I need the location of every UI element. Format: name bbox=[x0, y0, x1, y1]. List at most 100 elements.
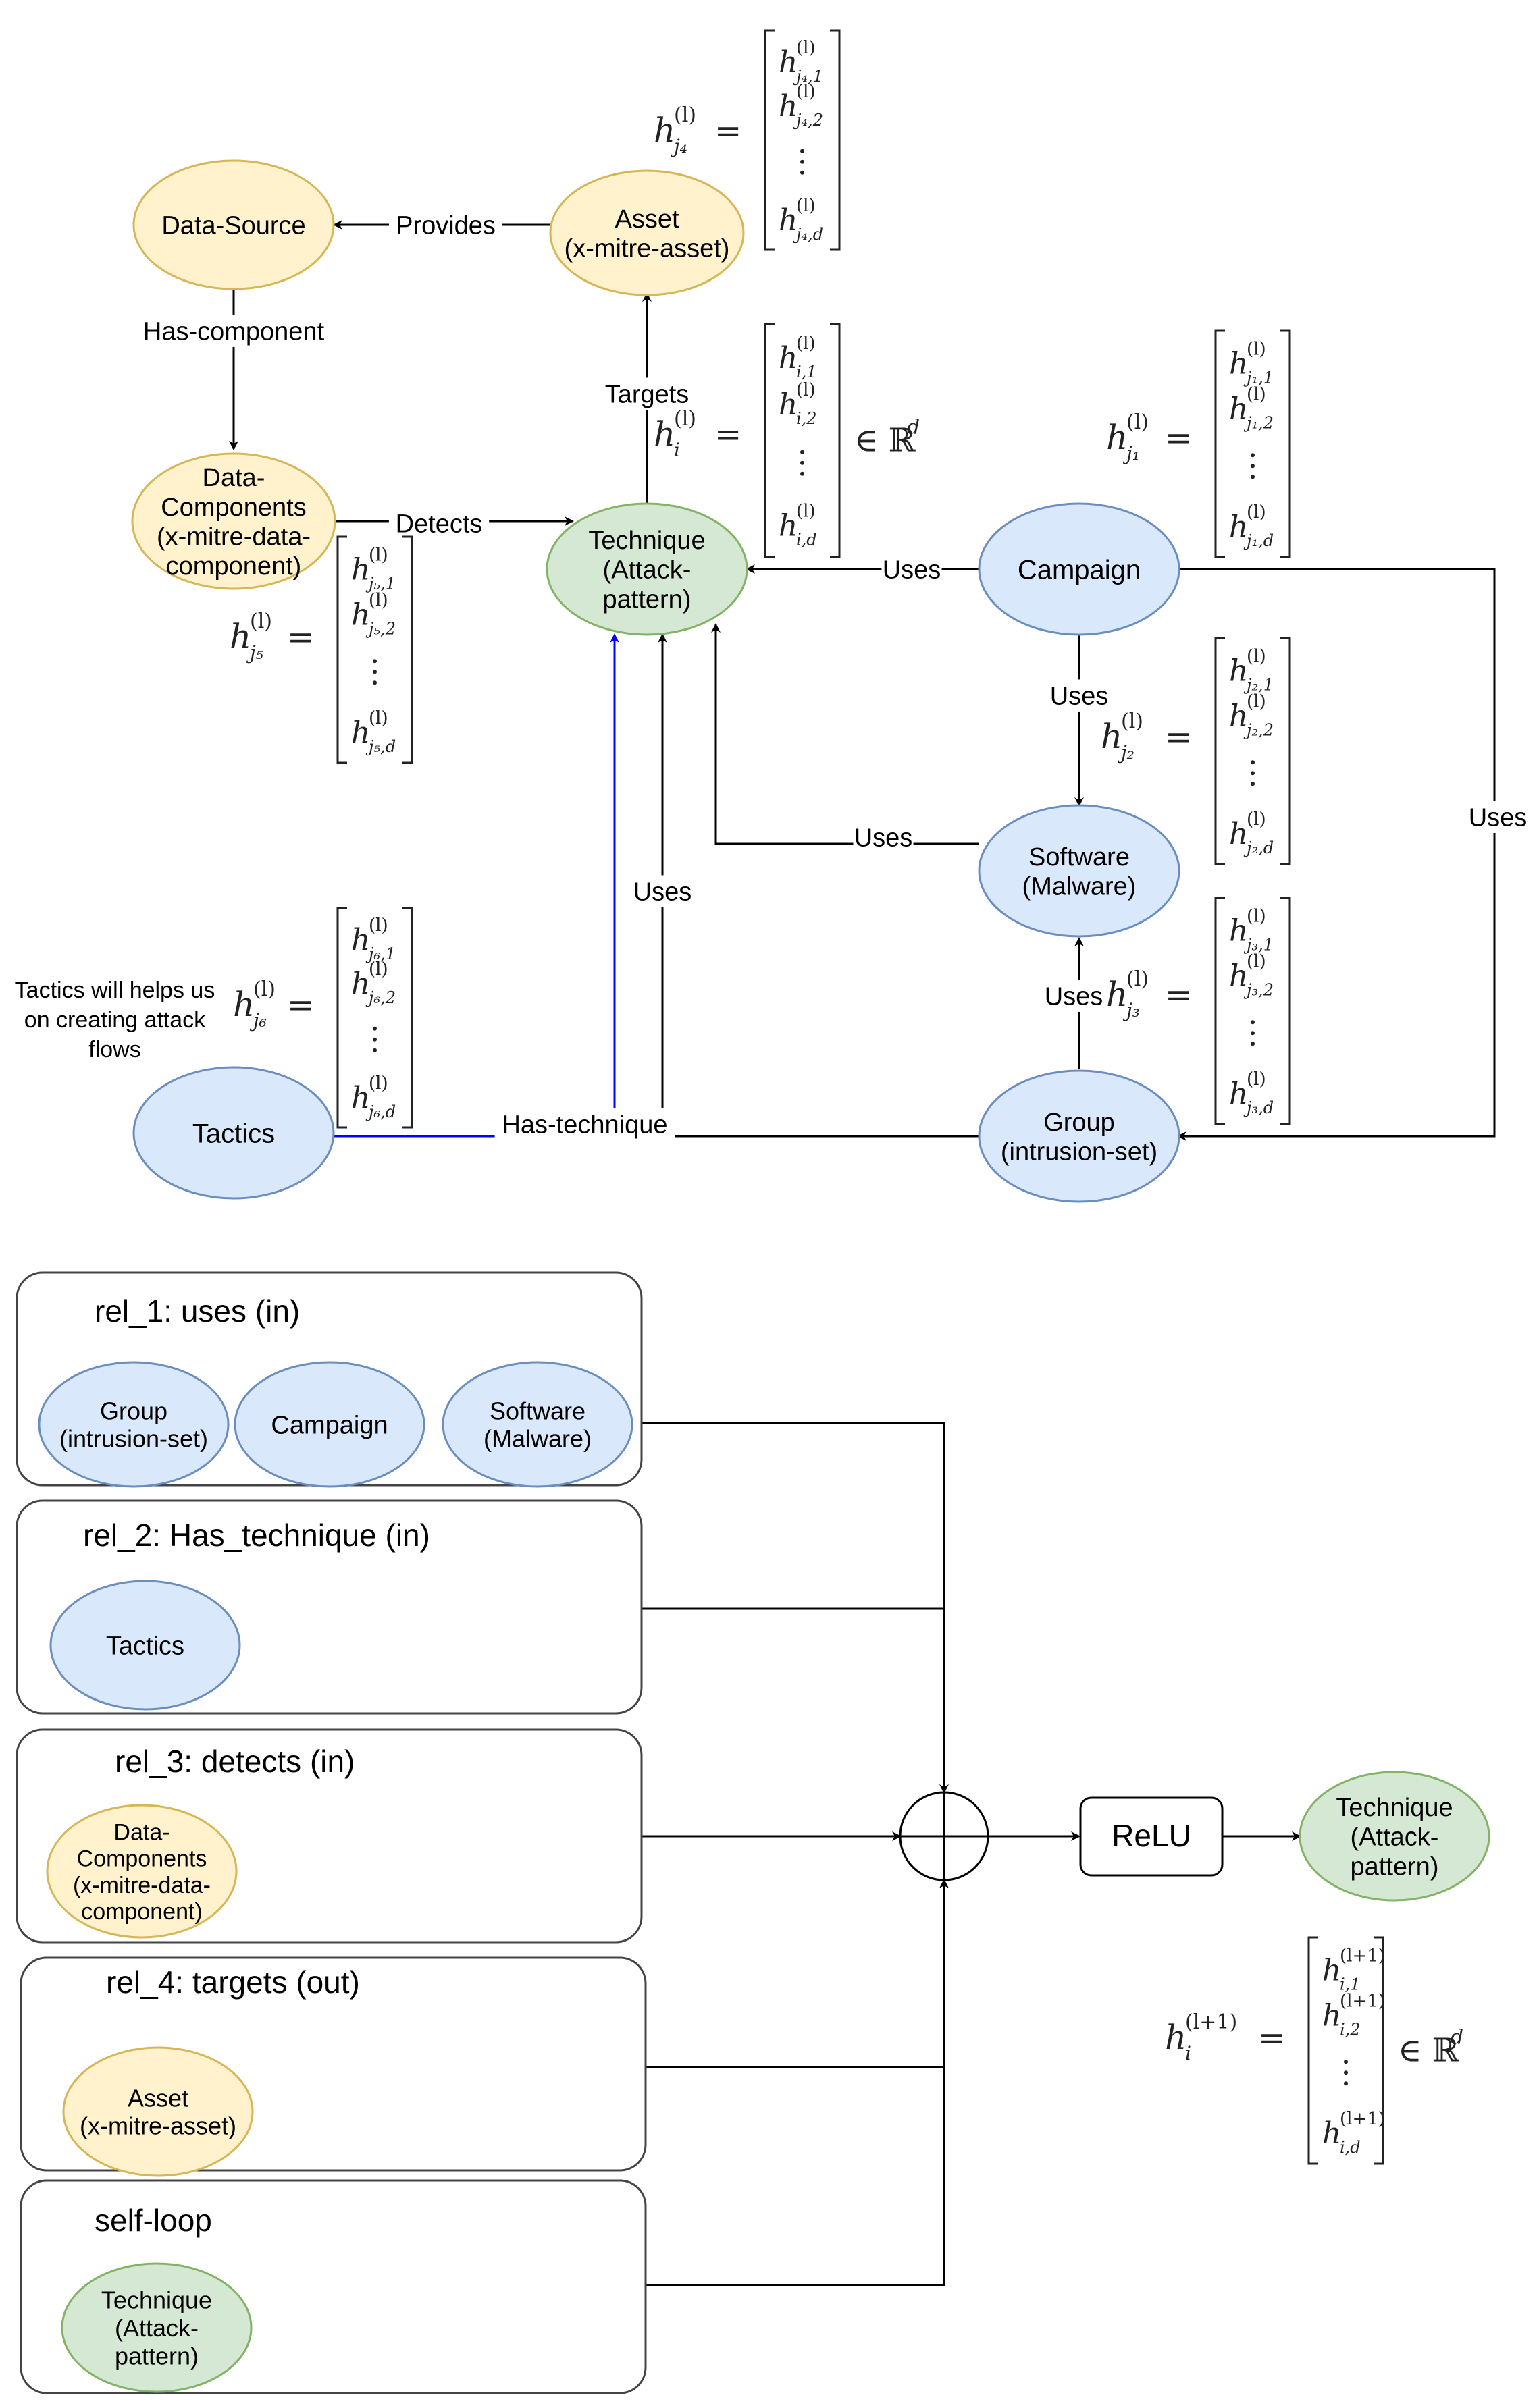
vdots bbox=[1251, 760, 1255, 765]
vector-j5: h(l)j₅=h(l)j₅,1h(l)j₅,2h(l)j₅,d bbox=[230, 535, 413, 764]
relation-node-label: Campaign bbox=[271, 1412, 388, 1440]
relation-node-label: component) bbox=[81, 1899, 203, 1925]
label-has-component: Has-component bbox=[143, 315, 325, 347]
node-group: Group(intrusion-set) bbox=[978, 1069, 1180, 1203]
relu-block: ReLU bbox=[1079, 1796, 1224, 1877]
label-has-technique: Has-technique bbox=[494, 1108, 675, 1140]
vector-entry: h bbox=[351, 923, 370, 957]
node-asset-label: Asset bbox=[615, 205, 679, 234]
output-technique-node-shape bbox=[1299, 1771, 1490, 1902]
vdots bbox=[800, 460, 804, 465]
vector-entry: h bbox=[1229, 654, 1248, 689]
vdots bbox=[1344, 2070, 1348, 2075]
vector-j6: h(l)j₆=h(l)j₆,1h(l)j₆,2h(l)j₆,d bbox=[233, 907, 413, 1129]
bracket-left bbox=[1214, 637, 1225, 865]
vector-entry: h bbox=[1322, 2116, 1341, 2151]
vector-entry-sup: (l) bbox=[1247, 1069, 1266, 1090]
vector-entry-sup: (l) bbox=[1247, 809, 1266, 830]
relation-node-label: Data- bbox=[113, 1820, 169, 1846]
relation-node-label: Technique bbox=[101, 2286, 212, 2314]
vdots bbox=[1251, 1020, 1255, 1025]
vector-j4: h(l)j₄=h(l)j₄,1h(l)j₄,2h(l)j₄,d bbox=[654, 29, 841, 251]
vector-i: h(l)i=h(l)i,1h(l)i,2h(l)i,d∈ ℝd bbox=[654, 323, 920, 558]
relation-node-label: Software bbox=[490, 1397, 585, 1424]
node-campaign: Campaign bbox=[978, 502, 1180, 636]
set-membership: ∈ ℝ bbox=[1398, 2032, 1459, 2070]
vector-entry-sub: i,1 bbox=[796, 363, 817, 381]
vector-entry-sup: (l) bbox=[369, 545, 388, 566]
relation-node-label: (Attack- bbox=[115, 2314, 199, 2342]
relation-node-shape bbox=[49, 1580, 241, 1711]
equals-sign: = bbox=[287, 986, 314, 1024]
node-technique-label: Technique bbox=[588, 527, 705, 555]
node-data-source: Data-Source bbox=[132, 159, 335, 290]
relation-node-label: (x-mitre-asset) bbox=[80, 2112, 236, 2140]
node-software-shape bbox=[978, 804, 1180, 938]
bracket-left bbox=[764, 29, 775, 251]
node-software: Software(Malware) bbox=[978, 804, 1180, 938]
node-data-source-shape bbox=[132, 159, 335, 290]
label-uses-campaign-technique: Uses bbox=[881, 553, 942, 585]
vector-entry: h bbox=[1322, 1954, 1341, 1988]
label-has-component-text: Has-component bbox=[143, 317, 325, 346]
relation-node-label: pattern) bbox=[115, 2342, 199, 2370]
set-membership: ∈ ℝ bbox=[854, 422, 916, 460]
relation-node-label: Asset bbox=[128, 2084, 188, 2112]
bracket-left bbox=[1307, 1936, 1318, 2165]
vector-entry: h bbox=[1322, 1999, 1341, 2033]
vector-entry-sup: (l+1) bbox=[1340, 2109, 1385, 2129]
vector-entry: h bbox=[1229, 1077, 1248, 1111]
vdots bbox=[1251, 782, 1255, 786]
bracket-right bbox=[1280, 897, 1291, 1125]
bracket-left bbox=[1214, 897, 1225, 1125]
vector-entry-sub: i,d bbox=[796, 531, 817, 550]
bracket-right bbox=[402, 907, 413, 1129]
relation-node: Tactics bbox=[49, 1580, 241, 1711]
label-uses-campaign-technique-text: Uses bbox=[883, 556, 941, 584]
relation-node: Group(intrusion-set) bbox=[38, 1361, 230, 1488]
bracket-right bbox=[1374, 1936, 1384, 2165]
relation-group-title: rel_1: uses (in) bbox=[95, 1293, 300, 1329]
connector-rel1 bbox=[640, 1422, 949, 1794]
vector-entry-sup: (l) bbox=[1247, 502, 1266, 523]
label-uses-software-technique: Uses bbox=[853, 821, 914, 853]
label-targets-text: Targets bbox=[605, 380, 689, 408]
node-asset-label: (x-mitre-asset) bbox=[565, 235, 730, 263]
vector-entry: h bbox=[351, 553, 370, 587]
vector-lhs-sup: (l) bbox=[253, 978, 276, 1001]
node-campaign-shape bbox=[978, 502, 1180, 636]
relation-node-shape bbox=[46, 1804, 238, 1939]
vector-lhs-sup: (l) bbox=[674, 103, 696, 127]
vector-entry-sub: j₄,d bbox=[793, 225, 823, 244]
relation-node: Technique(Attack-pattern) bbox=[61, 2262, 253, 2393]
output-technique-node-label: Technique bbox=[1336, 1794, 1453, 1822]
vector-entry-sub: j₁,2 bbox=[1243, 414, 1274, 433]
vdots bbox=[1251, 453, 1255, 458]
vector-entry: h bbox=[1229, 959, 1248, 994]
bracket-right bbox=[830, 29, 841, 251]
vector-entry-sub: j₃,1 bbox=[1243, 936, 1274, 955]
vector-entry-sub: i,d bbox=[1340, 2138, 1361, 2157]
vector-lhs-sup: (l) bbox=[1126, 410, 1149, 434]
vector-entry-sup: (l+1) bbox=[1340, 1991, 1385, 2012]
tactics-note-line: flows bbox=[88, 1037, 140, 1063]
vector-entry: h bbox=[1229, 347, 1248, 381]
vector-entry-sub: i,1 bbox=[1340, 1975, 1361, 1994]
vdots bbox=[1251, 464, 1255, 469]
relation-node: Software(Malware) bbox=[442, 1361, 633, 1488]
node-asset: Asset(x-mitre-asset) bbox=[549, 169, 745, 296]
node-asset-shape bbox=[549, 169, 745, 296]
vector-entry: h bbox=[779, 509, 798, 543]
label-uses-group-software: Uses bbox=[1043, 980, 1104, 1012]
vector-entry-sup: (l) bbox=[1247, 385, 1266, 405]
node-tactics-shape bbox=[132, 1066, 335, 1200]
vdots bbox=[373, 670, 377, 674]
bracket-right bbox=[1280, 637, 1291, 865]
vector-entry-sup: (l) bbox=[369, 1073, 388, 1094]
vector-entry: h bbox=[351, 967, 370, 1001]
vector-lhs: h bbox=[1101, 717, 1122, 756]
vector-lhs: h bbox=[230, 617, 251, 656]
vector-j1: h(l)j₁=h(l)j₁,1h(l)j₁,2h(l)j₁,d bbox=[1106, 329, 1291, 558]
vector-entry-sub: j₅,d bbox=[365, 737, 396, 756]
